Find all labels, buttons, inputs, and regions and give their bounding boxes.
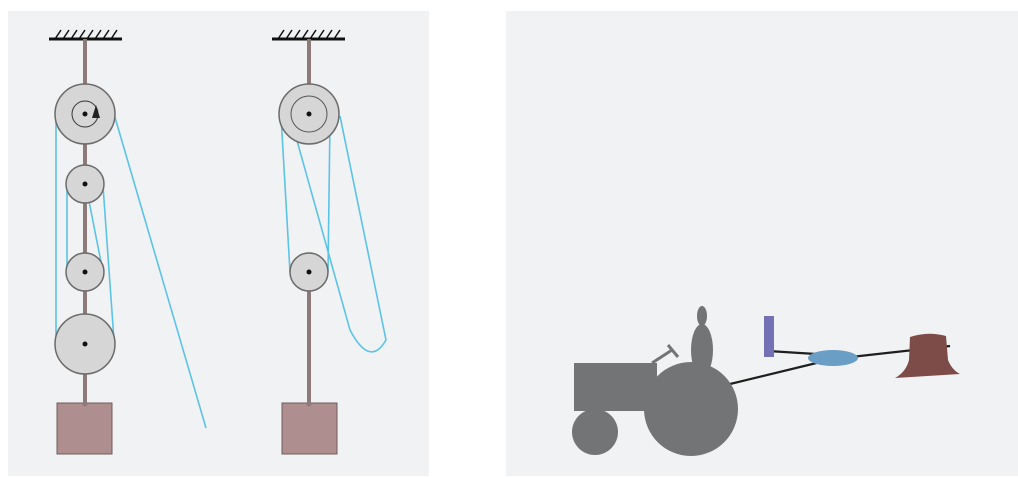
load-block-left — [56, 402, 113, 455]
pulley-system-left — [49, 29, 207, 455]
tractor-icon — [572, 306, 738, 456]
pulley-top-right — [278, 83, 340, 145]
rotation-arrow-icon — [92, 105, 100, 118]
pulley-bottom-left — [54, 313, 116, 375]
pulley-bottom-right — [289, 252, 329, 292]
load-block-right — [281, 402, 338, 455]
post-icon — [764, 316, 774, 357]
pulley-system-right — [272, 29, 387, 455]
ceiling-mount-left — [49, 29, 122, 41]
tractor-scene — [572, 306, 960, 456]
ground-pulley-icon — [808, 350, 858, 366]
rope-right — [280, 115, 387, 353]
pulley-top-left — [54, 83, 116, 145]
ceiling-mount-right — [272, 29, 345, 41]
pulley-second-left — [65, 164, 105, 204]
pulley-third-left — [65, 252, 105, 292]
tree-stump-icon — [895, 333, 960, 378]
